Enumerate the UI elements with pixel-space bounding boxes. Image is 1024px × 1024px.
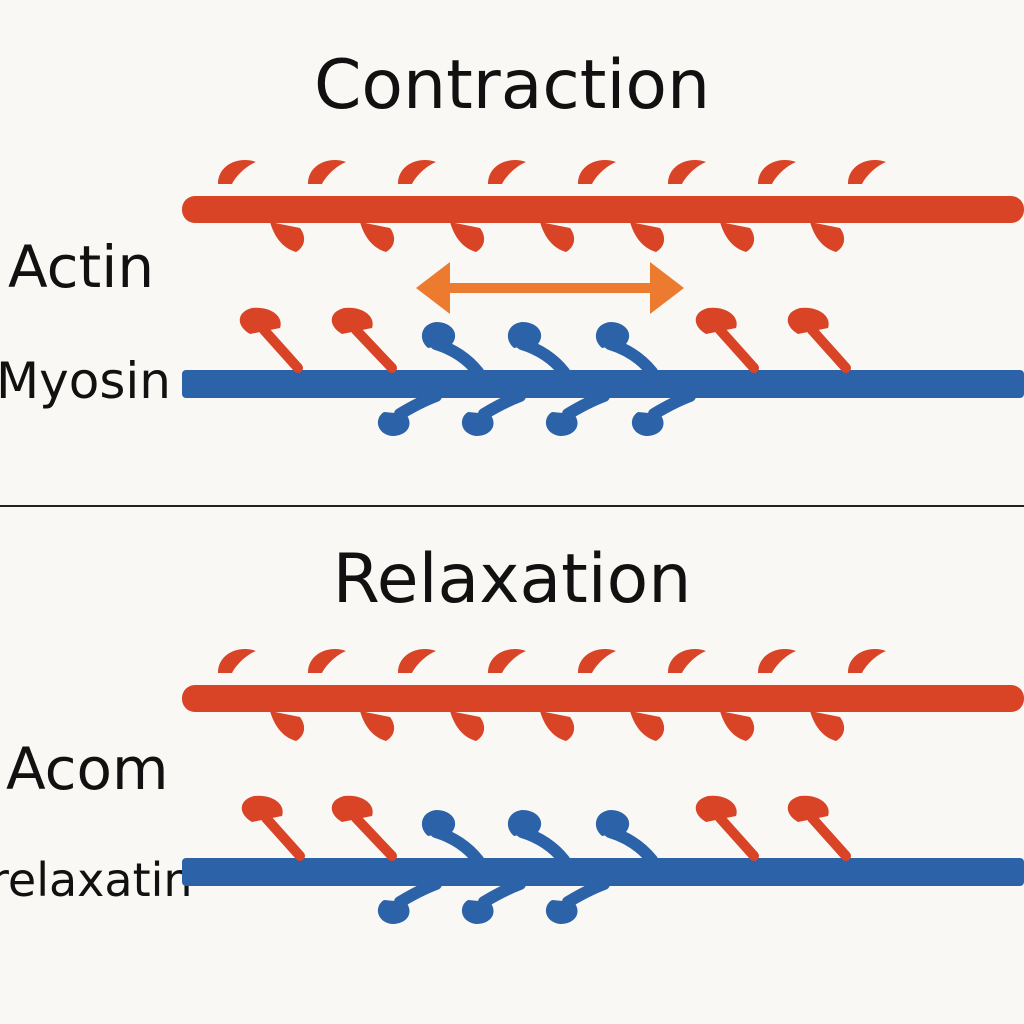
section-divider bbox=[0, 505, 1024, 507]
contraction-panel bbox=[182, 160, 1024, 436]
contraction-title: Contraction bbox=[313, 46, 711, 125]
relaxation-title: Relaxation bbox=[332, 540, 692, 619]
actin-filament bbox=[182, 685, 1024, 712]
relaxation-actin-label: Acom bbox=[6, 735, 169, 803]
myosin-filament bbox=[182, 858, 1024, 886]
contraction-myosin-label: Myosin bbox=[0, 352, 171, 410]
myosin-blue-heads bbox=[377, 322, 696, 436]
contraction-actin-label: Actin bbox=[8, 233, 155, 301]
myosin-red-heads bbox=[239, 307, 851, 373]
myosin-blue-heads bbox=[377, 810, 658, 924]
relaxation-myosin-label: relaxatin bbox=[0, 853, 193, 907]
double-headed-arrow-icon bbox=[416, 262, 684, 314]
relaxation-panel bbox=[182, 649, 1024, 924]
myosin-filament bbox=[182, 370, 1024, 398]
myosin-red-heads bbox=[241, 795, 851, 861]
actin-filament bbox=[182, 196, 1024, 223]
